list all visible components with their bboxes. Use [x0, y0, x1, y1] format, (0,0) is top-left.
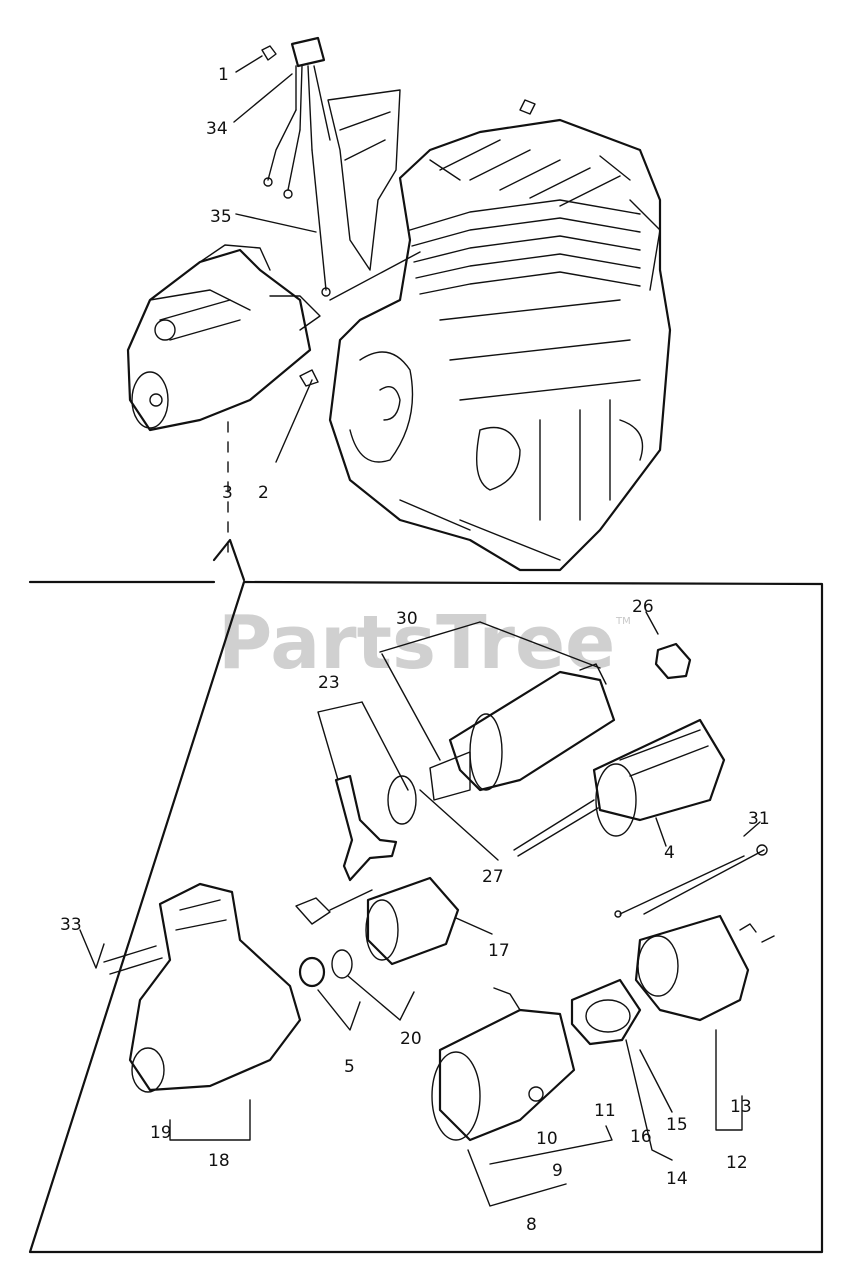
part-4-armature: [513, 718, 726, 857]
callout-35: 35: [210, 207, 232, 227]
callout-16: 16: [630, 1127, 652, 1147]
wiring-harness: [233, 36, 401, 297]
callout-14: 14: [666, 1169, 688, 1189]
part-23-shift-lever: [317, 701, 417, 882]
callout-11: 11: [594, 1101, 616, 1121]
part-14-brush-holder: [570, 978, 673, 1161]
callout-31: 31: [748, 809, 770, 829]
parts-5-20-washers: [298, 949, 415, 1031]
callout-3: 3: [222, 483, 233, 503]
callout-15: 15: [666, 1115, 688, 1135]
part-17-clutch: [295, 876, 493, 966]
part-26-cap: [645, 611, 692, 680]
part-9-yoke: [431, 987, 613, 1207]
starter-motor-assembled: [126, 244, 421, 561]
callout-30: 30: [396, 609, 418, 629]
detail-box: [28, 538, 824, 1254]
callout-27: 27: [482, 867, 504, 887]
callout-4: 4: [664, 843, 675, 863]
callout-8: 8: [526, 1215, 537, 1235]
part-31-through-bolts: [614, 821, 768, 918]
callout-2: 2: [258, 483, 269, 503]
part-18-front-housing: [128, 882, 302, 1141]
callout-1: 1: [218, 65, 229, 85]
callout-labels: 1 34 35 2 3 26 30 23 4 31 27 17 33 20 5 …: [60, 65, 770, 1235]
callout-9: 9: [552, 1161, 563, 1181]
callout-33: 33: [60, 915, 82, 935]
callout-26: 26: [632, 597, 654, 617]
engine-block: [328, 99, 672, 572]
callout-17: 17: [488, 941, 510, 961]
part-12-rear-cover: [634, 914, 775, 1131]
leader-27: [419, 789, 499, 861]
watermark-trademark: TM: [615, 616, 631, 627]
callout-18: 18: [208, 1151, 230, 1171]
callout-10: 10: [536, 1129, 558, 1149]
callout-23: 23: [318, 673, 340, 693]
part-33-bolts: [79, 929, 163, 975]
callout-5: 5: [344, 1057, 355, 1077]
callout-13: 13: [730, 1097, 752, 1117]
part-30-solenoid: [379, 621, 616, 801]
callout-12: 12: [726, 1153, 748, 1173]
watermark-text: PartsTree: [218, 600, 615, 686]
callout-20: 20: [400, 1029, 422, 1049]
callout-34: 34: [206, 119, 228, 139]
callout-19: 19: [150, 1123, 172, 1143]
